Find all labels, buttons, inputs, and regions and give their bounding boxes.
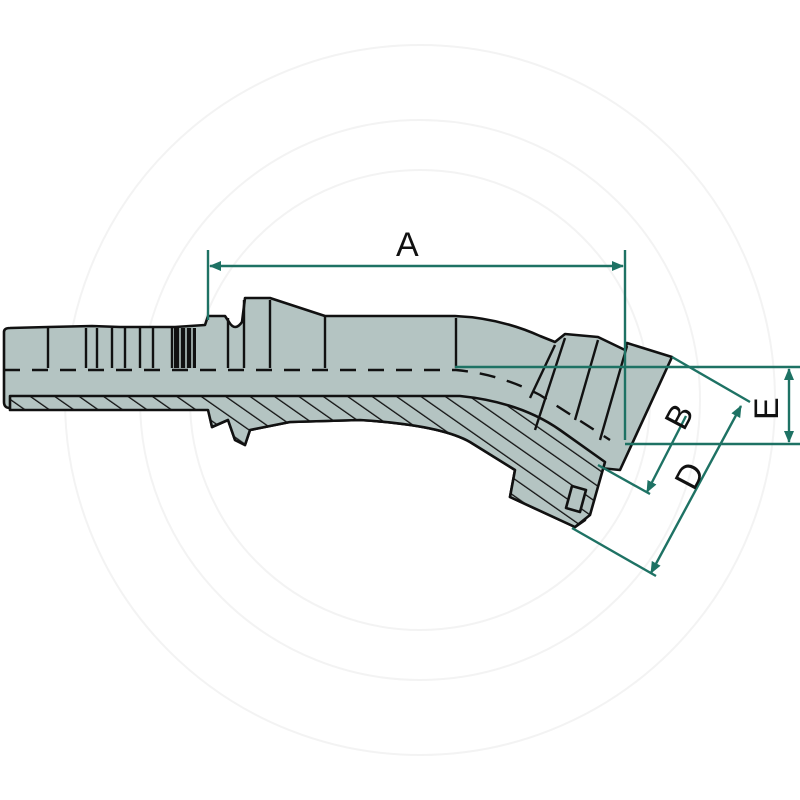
detail-lines	[46, 300, 629, 441]
dimension-label-b: B	[658, 398, 702, 436]
dimension-label-e: E	[748, 397, 786, 420]
dimension-lines	[206, 250, 800, 578]
dimension-label-d: D	[668, 456, 713, 496]
cut-section	[8, 394, 607, 529]
centerline	[4, 368, 611, 442]
dimension-label-a: A	[396, 226, 419, 264]
